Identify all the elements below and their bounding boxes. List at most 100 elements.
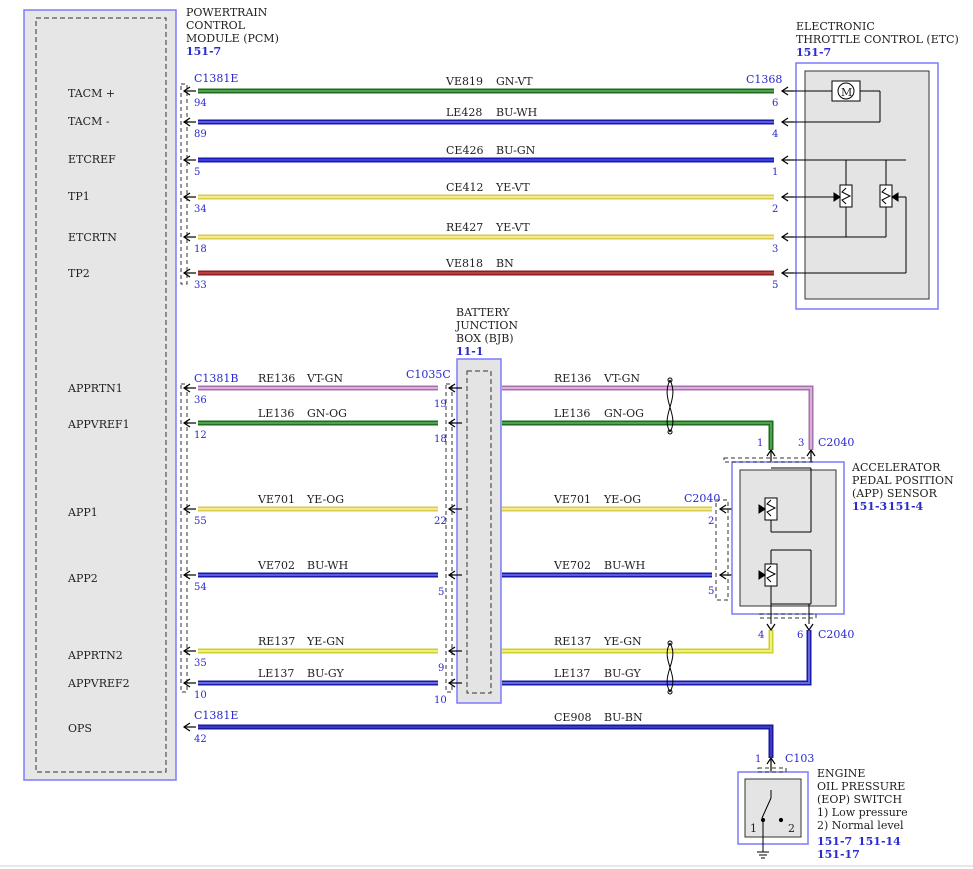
connector-eop: C103 <box>785 752 814 765</box>
wire-color: BU-WH <box>307 559 348 572</box>
signal-apprtn2: APPRTN2 <box>67 649 123 662</box>
pin-number: 5 <box>438 587 444 598</box>
pcm-signal-labels: TACM + TACM - ETCREF TP1 ETCRTN TP2 APPR… <box>67 87 130 735</box>
wire-circuit: CE908 <box>554 711 591 724</box>
pcm-title-1: POWERTRAIN <box>186 6 268 19</box>
pin-number: 18 <box>194 244 207 255</box>
pin-number: 10 <box>434 695 447 706</box>
wire-color: BU-GY <box>307 667 344 680</box>
pin-number: 5 <box>772 280 778 291</box>
connector-pcm-mid: C1381B <box>194 372 239 385</box>
pin-number: 6 <box>797 630 803 641</box>
wire-circuit: RE136 <box>554 372 591 385</box>
wire-circuit: RE427 <box>446 221 483 234</box>
etc-title-1: ELECTRONIC <box>796 20 875 33</box>
signal-appvref1: APPVREF1 <box>67 418 130 431</box>
pin-number: 34 <box>194 204 207 215</box>
signal-apprtn1: APPRTN1 <box>67 382 123 395</box>
app-wire-labels-right: RE136 VT-GN LE136 GN-OG VE701 YE-OG VE70… <box>553 372 645 724</box>
pin-number: 4 <box>772 129 778 140</box>
app-title-1: ACCELERATOR <box>851 461 941 474</box>
app-wires <box>182 377 816 790</box>
etc-title-2: THROTTLE CONTROL (ETC) <box>796 33 959 46</box>
pin-number: 5 <box>194 167 200 178</box>
connector-app-d: C2040 <box>818 628 854 641</box>
signal-ops: OPS <box>68 722 92 735</box>
eop-ref-1: 151-7 <box>817 835 852 848</box>
pin-number: 19 <box>434 399 447 410</box>
app-sensor: ACCELERATOR PEDAL POSITION (APP) SENSOR … <box>715 457 954 624</box>
signal-app2: APP2 <box>67 572 98 585</box>
wire-color: BU-GN <box>496 144 536 157</box>
signal-etcref: ETCREF <box>68 153 116 166</box>
eop-note-2: 2) Normal level <box>817 819 904 832</box>
pin-number: 89 <box>194 129 207 140</box>
connector-app-a: C2040 <box>818 436 854 449</box>
pcm-title-3: MODULE (PCM) <box>186 32 279 45</box>
wire-color: YE-OG <box>306 493 344 506</box>
wire-circuit: VE818 <box>445 257 483 270</box>
wire-circuit: LE136 <box>554 407 590 420</box>
eop-note-1: 1) Low pressure <box>817 806 908 819</box>
wire-color: GN-VT <box>496 75 533 88</box>
wire-color: VT-GN <box>603 372 640 385</box>
pin-number: 3 <box>772 244 778 255</box>
signal-tp2: TP2 <box>68 267 90 280</box>
wire-color: YE-GN <box>603 635 642 648</box>
wire-circuit: VE702 <box>553 559 591 572</box>
eop-ref-2: 151-14 <box>858 835 901 848</box>
pin-number: 12 <box>194 430 207 441</box>
pin-number: 1 <box>772 167 778 178</box>
pin-number: 18 <box>434 434 447 445</box>
wire-circuit: RE137 <box>258 635 295 648</box>
pin-number: 36 <box>194 395 207 406</box>
pin-number: 9 <box>438 663 444 674</box>
signal-app1: APP1 <box>67 506 98 519</box>
pcm-connector-outlines <box>180 83 188 693</box>
app-pin-numbers: 36 12 55 54 35 10 42 19 18 22 5 9 10 3 1… <box>194 395 804 765</box>
wire-circuit: CE426 <box>446 144 483 157</box>
wire-color: YE-VT <box>495 181 530 194</box>
pin-number: 6 <box>772 98 778 109</box>
wire-circuit: VE701 <box>553 493 591 506</box>
eop-title-2: OIL PRESSURE <box>817 780 905 793</box>
pin-number: 2 <box>772 204 778 215</box>
pin-number: 22 <box>434 516 447 527</box>
wire-circuit: RE136 <box>258 372 295 385</box>
bjb-ref: 11-1 <box>456 345 484 358</box>
signal-tacm-plus: TACM + <box>68 87 115 100</box>
signal-etcrtn: ETCRTN <box>68 231 117 244</box>
pin-number: 1 <box>755 754 761 765</box>
pcm-module: POWERTRAIN CONTROL MODULE (PCM) 151-7 <box>23 6 279 781</box>
wire-circuit: LE137 <box>258 667 294 680</box>
bjb-title-3: BOX (BJB) <box>456 332 514 345</box>
wire-color: BU-GY <box>604 667 641 680</box>
wire-color: VT-GN <box>306 372 343 385</box>
pin-number: 54 <box>194 582 207 593</box>
wire-color: BU-WH <box>496 106 537 119</box>
pin-number: 4 <box>758 630 764 641</box>
wire-color: YE-VT <box>495 221 530 234</box>
pin-number: 35 <box>194 658 207 669</box>
wire-circuit: LE136 <box>258 407 294 420</box>
eop-title-3: (EOP) SWITCH <box>817 793 902 806</box>
bjb-module: BATTERY JUNCTION BOX (BJB) 11-1 <box>445 306 518 704</box>
pin-number: 5 <box>708 586 714 597</box>
eop-switch: 1 2 ENGINE OIL PRESSURE (EOP) SWITCH 1) … <box>737 767 908 861</box>
pin-number: 33 <box>194 280 207 291</box>
signal-appvref2: APPVREF2 <box>67 677 130 690</box>
pin-number: 42 <box>194 734 207 745</box>
motor-icon: M <box>841 86 852 99</box>
etc-wire-labels: VE819 GN-VT LE428 BU-WH CE426 BU-GN CE41… <box>194 75 778 291</box>
pcm-title-2: CONTROL <box>186 19 246 32</box>
connector-bjb: C1035C <box>406 368 451 381</box>
pin-number: 94 <box>194 98 207 109</box>
app-ref-1: 151-3 <box>852 500 887 513</box>
wire-circuit: VE701 <box>257 493 295 506</box>
connector-pcm-top: C1381E <box>194 72 238 85</box>
wire-color: YE-GN <box>306 635 345 648</box>
etc-wires <box>182 86 794 278</box>
wire-circuit: LE137 <box>554 667 590 680</box>
wire-color: BU-BN <box>604 711 643 724</box>
